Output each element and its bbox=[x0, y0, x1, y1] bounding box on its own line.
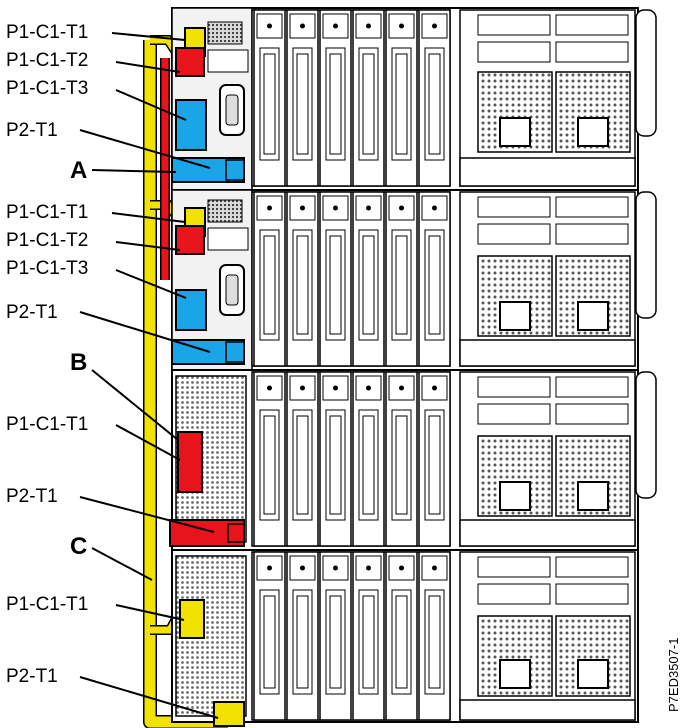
pcie-slot-inner bbox=[428, 595, 441, 689]
pcie-slot-inner bbox=[428, 415, 441, 515]
pcie-slot-screw bbox=[267, 565, 272, 571]
label-d2-p1-c1-t2: P1-C1-T2 bbox=[6, 230, 88, 251]
pcie-slot-screw bbox=[366, 385, 371, 391]
pcie-slot-inner bbox=[395, 53, 408, 155]
red-cable bbox=[160, 47, 245, 547]
pcie-slot-screw bbox=[432, 565, 437, 571]
pcie-slot-inner bbox=[296, 415, 309, 515]
pcie-slot-inner bbox=[395, 235, 408, 335]
label-d1-p1-c1-t3: P1-C1-T3 bbox=[6, 78, 88, 99]
pcie-slot-inner bbox=[329, 415, 342, 515]
pcie-slot-inner bbox=[428, 53, 441, 155]
pcie-slot-screw bbox=[432, 205, 437, 211]
pcie-slot-screw bbox=[399, 23, 404, 29]
pcie-slot-screw bbox=[366, 23, 371, 29]
pcie-slot-inner bbox=[395, 595, 408, 689]
pcie-slot-inner bbox=[362, 53, 375, 155]
pcie-slot-inner bbox=[395, 415, 408, 515]
pcie-slot-screw bbox=[333, 23, 338, 29]
pcie-slot-inner bbox=[296, 53, 309, 155]
pcie-slot-inner bbox=[296, 235, 309, 335]
callout-c: C bbox=[70, 533, 87, 560]
label-d2-p1-c1-t1: P1-C1-T1 bbox=[6, 202, 88, 223]
pcie-slot-inner bbox=[362, 415, 375, 515]
figure-id: P7ED3507-1 bbox=[666, 638, 681, 712]
pcie-slot-screw bbox=[399, 565, 404, 571]
pcie-slot-screw bbox=[399, 205, 404, 211]
pcie-slot-screw bbox=[333, 385, 338, 391]
pcie-slot-inner bbox=[329, 53, 342, 155]
pcie-slot-inner bbox=[263, 53, 276, 155]
pcie-slot-inner bbox=[428, 235, 441, 335]
pcie-slot-screw bbox=[399, 385, 404, 391]
label-d1-p2-t1: P2-T1 bbox=[6, 120, 58, 141]
pcie-slot-inner bbox=[263, 235, 276, 335]
pcie-slot-screw bbox=[300, 565, 305, 571]
pcie-slot-screw bbox=[267, 385, 272, 391]
pcie-slot-screw bbox=[366, 565, 371, 571]
pcie-slot-inner bbox=[263, 595, 276, 689]
pcie-slot-screw bbox=[333, 205, 338, 211]
pcie-slot-latch bbox=[421, 195, 448, 221]
pcie-slot-screw bbox=[267, 23, 272, 29]
pcie-slot-screw bbox=[432, 385, 437, 391]
pcie-slot-latch bbox=[355, 195, 382, 221]
callout-b: B bbox=[70, 349, 87, 376]
pcie-slot-latch bbox=[421, 375, 448, 401]
pcie-slot-screw bbox=[333, 565, 338, 571]
pcie-slot-screw bbox=[300, 205, 305, 211]
pcie-slot-latch bbox=[388, 375, 415, 401]
label-d2-p1-c1-t3: P1-C1-T3 bbox=[6, 258, 88, 279]
label-d3-p1-c1-t1: P1-C1-T1 bbox=[6, 414, 88, 435]
pcie-slot-inner bbox=[263, 415, 276, 515]
pcie-slot-inner bbox=[296, 595, 309, 689]
label-d4-p2-t1: P2-T1 bbox=[6, 666, 58, 687]
pcie-slot-inner bbox=[362, 595, 375, 689]
label-d2-p2-t1: P2-T1 bbox=[6, 302, 58, 323]
pcie-slot-screw bbox=[300, 385, 305, 391]
pcie-slot-inner bbox=[362, 235, 375, 335]
label-d4-p1-c1-t1: P1-C1-T1 bbox=[6, 594, 88, 615]
pcie-slot-inner bbox=[329, 235, 342, 335]
label-d3-p2-t1: P2-T1 bbox=[6, 486, 58, 507]
label-d1-p1-c1-t1: P1-C1-T1 bbox=[6, 22, 88, 43]
pcie-slot-inner bbox=[329, 595, 342, 689]
pcie-slot-latch bbox=[256, 13, 283, 39]
pcie-slot-screw bbox=[300, 23, 305, 29]
label-d1-p1-c1-t2: P1-C1-T2 bbox=[6, 50, 88, 71]
pcie-slot-screw bbox=[366, 205, 371, 211]
pcie-slot-latch bbox=[322, 375, 349, 401]
pcie-slot bbox=[253, 9, 286, 187]
pcie-slot-screw bbox=[432, 23, 437, 29]
leader-lines bbox=[79, 32, 219, 719]
pcie-slot-screw bbox=[267, 205, 272, 211]
pcie-slot-group bbox=[253, 9, 451, 721]
callout-a: A bbox=[70, 157, 87, 184]
